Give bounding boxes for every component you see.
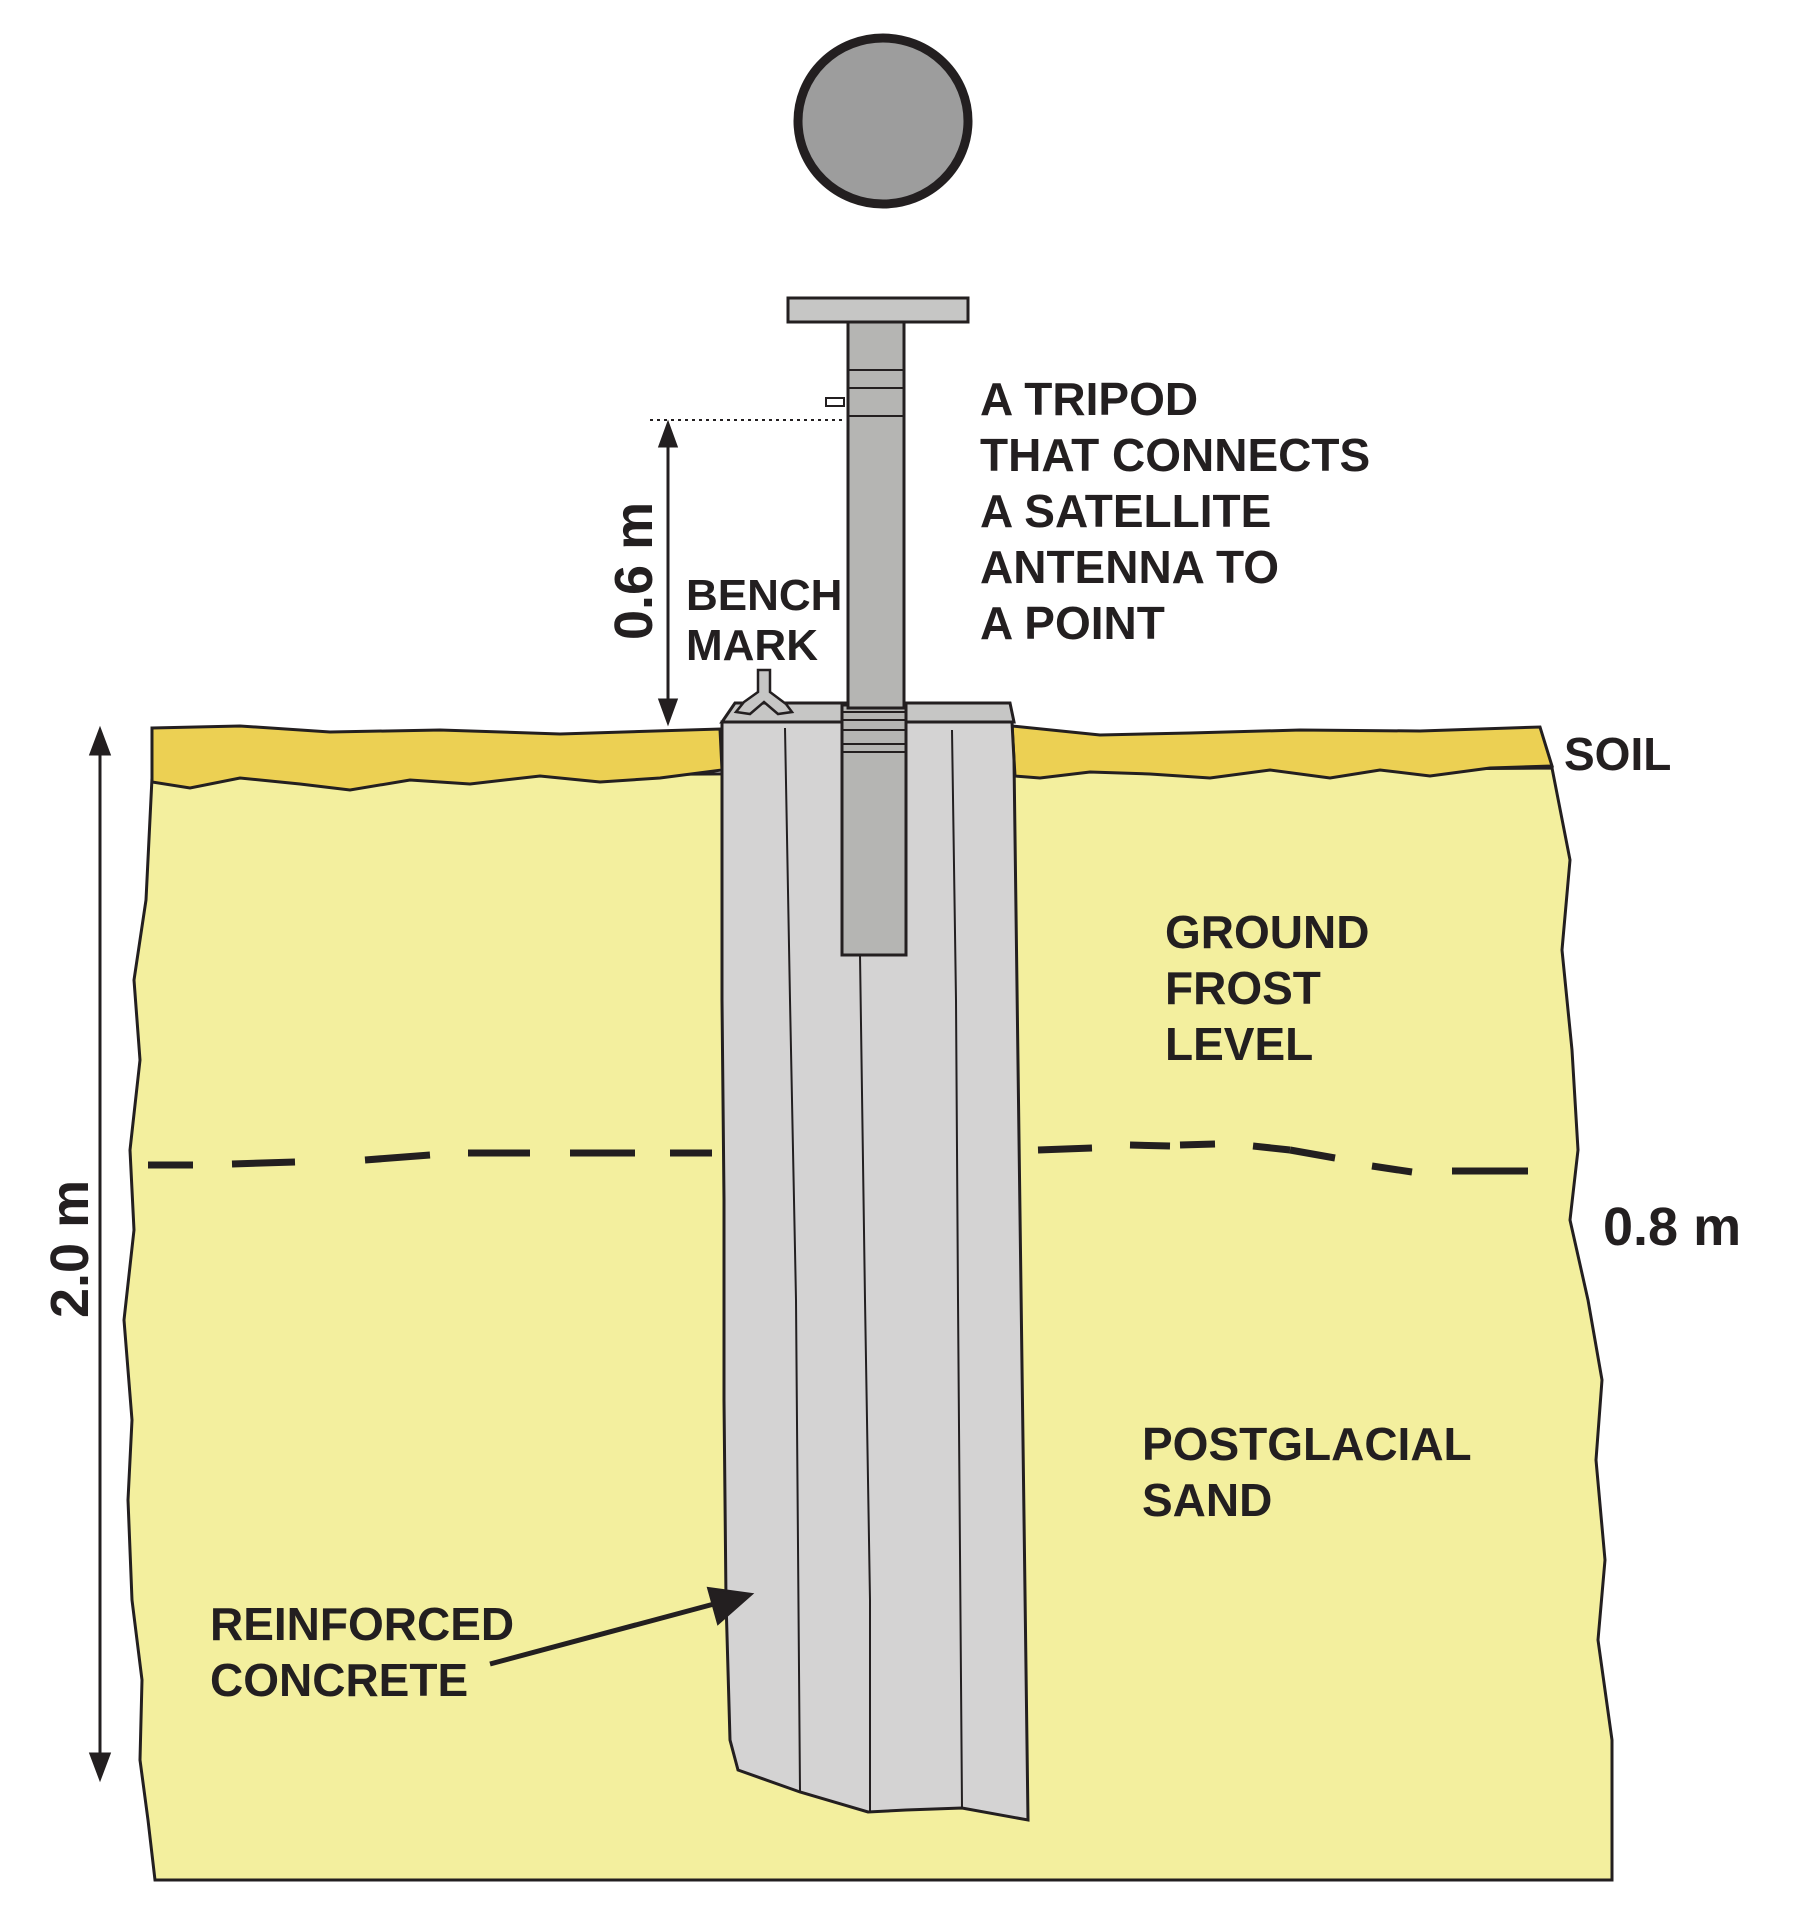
dimension-label-2-0: 2.0 m: [40, 1180, 100, 1318]
frost-label-line-2: FROST: [1165, 962, 1321, 1014]
soil-layer-left: [150, 724, 724, 792]
antenna-mount-plate: [786, 296, 970, 324]
tripod-label-line-4: ANTENNA TO: [980, 541, 1279, 593]
frost-label-line-3: LEVEL: [1165, 1018, 1313, 1070]
soil-label: SOIL: [1564, 728, 1671, 780]
tripod-rings: [842, 711, 906, 753]
bench-mark-label-line-1: BENCH: [686, 571, 842, 620]
tripod-label-line-2: THAT CONNECTS: [980, 429, 1370, 481]
tripod-mast: [846, 320, 906, 710]
dimension-label-0-6: 0.6 m: [604, 502, 664, 640]
dimension-arrow-2-0: [88, 725, 112, 1783]
frost-line: [148, 1140, 1528, 1176]
dimension-arrow-0-6: [657, 419, 679, 727]
reinforced-concrete-arrow: [489, 1586, 755, 1667]
tripod-label-line-3: A SATELLITE: [980, 485, 1271, 537]
mast-joints: [848, 369, 904, 417]
frost-label-line-1: GROUND: [1165, 906, 1369, 958]
tripod-label-line-5: A POINT: [980, 597, 1165, 649]
bench-mark-label-line-2: MARK: [686, 621, 818, 670]
tripod-tube-lower: [840, 703, 908, 957]
concrete-label-line-2: CONCRETE: [210, 1654, 468, 1706]
concrete-segment-lines: [784, 727, 963, 1812]
concrete-label-line-1: REINFORCED: [210, 1598, 514, 1650]
sand-label-line-1: POSTGLACIAL: [1142, 1418, 1472, 1470]
adjust-screw-icon: [825, 397, 845, 407]
sand-label-line-2: SAND: [1142, 1474, 1272, 1526]
tripod-label-line-1: A TRIPOD: [980, 373, 1198, 425]
bench-mark-icon: [733, 668, 795, 716]
dimension-label-0-8: 0.8 m: [1603, 1197, 1741, 1257]
soil-layer-right: [1010, 724, 1555, 780]
satellite-antenna-icon: [793, 33, 973, 209]
